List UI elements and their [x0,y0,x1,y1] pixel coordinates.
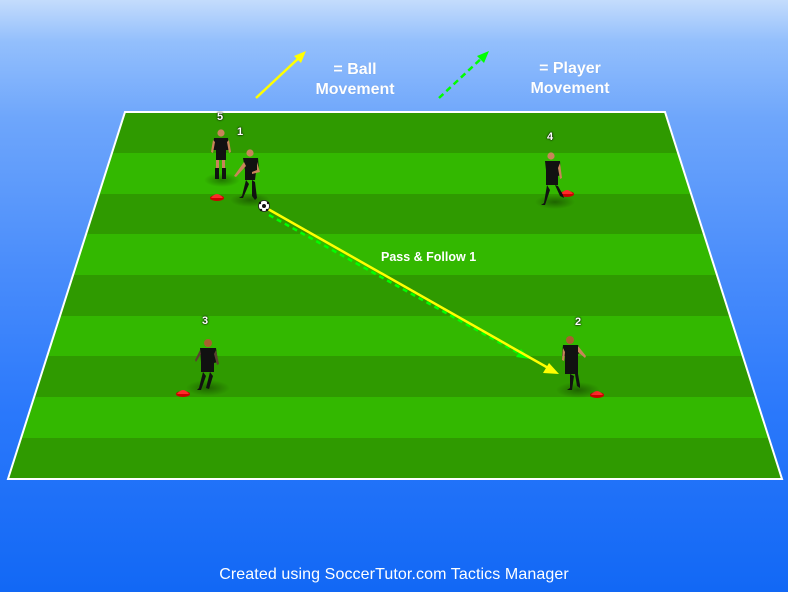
cone-icon [560,190,574,197]
drill-title-label: Pass & Follow 1 [381,250,477,264]
player-1-figure [234,149,260,200]
legend-player-line2: Movement [530,80,610,97]
legend-ball-arrow-icon [255,51,306,99]
player-number-5: 5 [216,111,224,123]
ball-pass-arrow [267,207,551,371]
cone-icon [210,194,224,201]
legend-ball-line2: Movement [315,81,395,98]
player-4-figure [541,152,564,205]
footer-credit: Created using SoccerTutor.com Tactics Ma… [219,566,569,583]
legend-player-line1: = Player [539,60,601,77]
pitch-boundary [6,111,784,480]
player-run-arrow [268,213,523,357]
player-2-figure [562,336,586,390]
soccer-ball-icon [258,200,270,212]
legend-ball-label: = Ball Movement [300,60,410,100]
cone-icon [176,390,190,397]
player-number-4: 4 [546,131,554,143]
legend-ball-line1: = Ball [333,61,377,78]
player-3-figure [195,339,219,390]
legend-player-arrow-icon [438,51,489,99]
legend-player-label: = Player Movement [515,59,625,99]
pitch-stripes [8,112,782,479]
player-number-1: 1 [236,126,244,138]
player-5-figure [211,129,231,179]
player-number-3: 3 [201,315,209,327]
player-number-2: 2 [574,316,582,328]
